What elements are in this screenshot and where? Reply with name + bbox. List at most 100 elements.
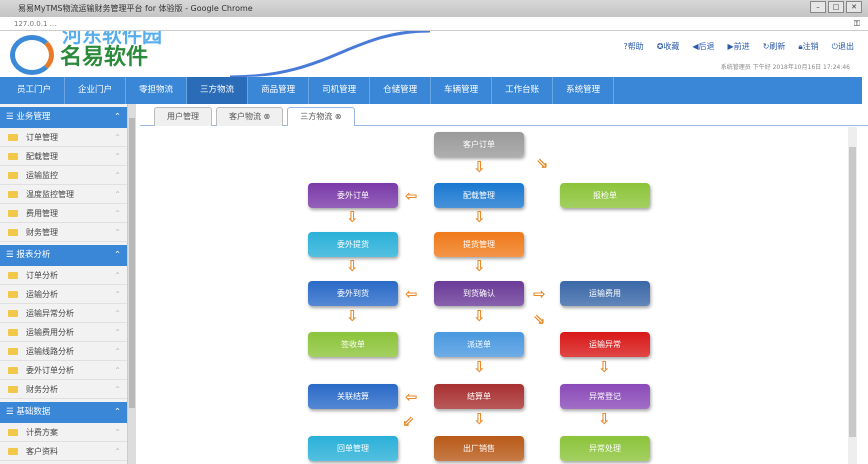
tool-refresh-button[interactable]: ↻刷新 [763, 41, 786, 52]
flow-node[interactable]: 派送单 [434, 332, 524, 357]
tool-label: 前进 [733, 42, 750, 51]
sidebar-item[interactable]: 运输线路分析⌃ [0, 342, 127, 361]
sidebar-section-header[interactable]: ☰ 报表分析⌃ [0, 245, 127, 266]
chevron-up-icon[interactable]: ⌃ [113, 112, 121, 122]
sidebar-item[interactable]: 委外订单分析⌃ [0, 361, 127, 380]
header-swoosh [230, 31, 868, 77]
help-icon: ? [623, 42, 628, 51]
flow-node[interactable]: 出厂销售 [434, 436, 524, 461]
nav-item[interactable]: 商品管理 [248, 77, 310, 104]
sidebar-item-label: 委外订单分析 [26, 366, 74, 375]
flow-node[interactable]: 配载管理 [434, 183, 524, 208]
flow-node[interactable]: 回单管理 [308, 436, 398, 461]
flow-node[interactable]: 提货管理 [434, 232, 524, 257]
flow-node[interactable]: 运输异常 [560, 332, 650, 357]
key-icon[interactable]: ⚿ [853, 19, 860, 28]
flow-node[interactable]: 委外订单 [308, 183, 398, 208]
sidebar-item-label: 客户资料 [26, 447, 58, 456]
sidebar-item-label: 订单管理 [26, 133, 58, 142]
sidebar-item[interactable]: 订单管理 ⌃ [0, 128, 127, 147]
chevron-icon: ⌃ [114, 309, 121, 318]
nav-item[interactable]: 仓储管理 [370, 77, 432, 104]
sidebar-item[interactable]: 计费方案 ⌃ [0, 423, 127, 442]
tab[interactable]: 客户物流 ⊗ [216, 107, 284, 126]
close-tab-icon[interactable]: ⊗ [332, 112, 342, 121]
flow-node[interactable]: 异常登记 [560, 384, 650, 409]
nav-item[interactable]: 司机管理 [309, 77, 371, 104]
sidebar-item[interactable]: 温度监控管理⌃ [0, 185, 127, 204]
flow-node[interactable]: 到货确认 [434, 281, 524, 306]
nav-item[interactable]: 零担物流 [126, 77, 188, 104]
sidebar-item[interactable]: 费用管理⌃ [0, 204, 127, 223]
chevron-icon: ⌃ [114, 171, 121, 180]
close-tab-icon[interactable]: ⊗ [261, 112, 271, 121]
tool-label: 退出 [838, 42, 854, 51]
chevron-icon: ⌃ [114, 133, 121, 142]
minimize-button[interactable]: – [810, 1, 826, 13]
chevron-icon: ⌃ [114, 385, 121, 394]
sidebar-item[interactable]: 运输费用分析⌃ [0, 323, 127, 342]
address-bar[interactable]: 127.0.0.1 ...⚿ [0, 17, 868, 31]
window-titlebar: 易易MyTMS物流运输财务管理平台 for 体验版 - Google Chrom… [0, 0, 868, 17]
nav-item[interactable]: 企业门户 [65, 77, 127, 104]
close-button[interactable]: ✕ [846, 1, 862, 13]
flow-node[interactable]: 委外提货 [308, 232, 398, 257]
flow-node[interactable]: 客户订单 [434, 132, 524, 157]
flow-node[interactable]: 关联结算 [308, 384, 398, 409]
flow-node[interactable]: 签收单 [308, 332, 398, 357]
maximize-button[interactable]: □ [828, 1, 844, 13]
tab-strip: 用户管理客户物流 ⊗三方物流 ⊗ [140, 106, 868, 126]
sidebar-item[interactable]: 财务分析⌃ [0, 380, 127, 399]
sidebar-item[interactable]: 配载管理⌃ [0, 147, 127, 166]
sidebar-scrollbar[interactable] [128, 104, 136, 464]
tool-back-button[interactable]: ◀后退 [692, 41, 714, 52]
tool-star-button[interactable]: ✪收藏 [657, 41, 680, 52]
sidebar-item-label: 费用管理 [26, 209, 58, 218]
sidebar-item-label: 运输分析 [26, 290, 58, 299]
nav-item[interactable]: 三方物流 [187, 77, 249, 104]
tab[interactable]: 用户管理 [154, 107, 212, 126]
power-icon: ⏻ [831, 42, 838, 51]
nav-item[interactable]: 车辆管理 [431, 77, 493, 104]
sidebar: ☰ 业务管理⌃订单管理⌃配载管理⌃运输监控⌃温度监控管理⌃费用管理⌃财务管理⌃☰… [0, 104, 128, 464]
sidebar-item[interactable]: 订单分析 ⌃ [0, 266, 127, 285]
chevron-up-icon[interactable]: ⌃ [113, 407, 121, 417]
chevron-icon: ⌃ [114, 347, 121, 356]
nav-item[interactable]: 系统管理 [553, 77, 615, 104]
tool-help-button[interactable]: ?帮助 [623, 41, 643, 52]
content-scrollbar[interactable] [848, 127, 857, 464]
flow-node[interactable]: 结算单 [434, 384, 524, 409]
sidebar-item[interactable]: 财务管理⌃ [0, 223, 127, 242]
arrow-icon: ⇩ [473, 358, 486, 376]
tool-label: 收藏 [663, 42, 680, 51]
sidebar-item[interactable]: 运输异常分析⌃ [0, 304, 127, 323]
flow-node[interactable]: 委外到货 [308, 281, 398, 306]
tool-label: 刷新 [769, 42, 786, 51]
sidebar-item[interactable]: 客户资料⌃ [0, 442, 127, 461]
chevron-up-icon[interactable]: ⌃ [113, 250, 121, 260]
folder-icon [8, 386, 18, 393]
tool-lock-button[interactable]: 🔒︎注销 [798, 41, 818, 52]
sidebar-item-label: 订单分析 [26, 271, 58, 280]
sidebar-section-header[interactable]: ☰ 基础数据⌃ [0, 402, 127, 423]
arrow-icon: ⇙ [402, 412, 415, 430]
folder-icon [8, 272, 18, 279]
folder-icon [8, 172, 18, 179]
tool-forward-button[interactable]: ▶前进 [728, 41, 750, 52]
sidebar-item-label: 计费方案 [26, 428, 58, 437]
tool-power-button[interactable]: ⏻退出 [832, 41, 854, 52]
chevron-icon: ⌃ [114, 228, 121, 237]
tool-label: 帮助 [627, 42, 644, 51]
flow-node[interactable]: 异常处理 [560, 436, 650, 461]
flow-node[interactable]: 报检单 [560, 183, 650, 208]
sidebar-section-header[interactable]: ☰ 业务管理⌃ [0, 107, 127, 128]
chevron-icon: ⌃ [114, 428, 121, 437]
nav-item[interactable]: 员工门户 [4, 77, 66, 104]
arrow-icon: ⇩ [473, 208, 486, 226]
flow-node[interactable]: 运输费用 [560, 281, 650, 306]
tab[interactable]: 三方物流 ⊗ [287, 107, 355, 126]
chevron-icon: ⌃ [114, 271, 121, 280]
nav-item[interactable]: 工作台账 [492, 77, 554, 104]
sidebar-item[interactable]: 运输监控⌃ [0, 166, 127, 185]
sidebar-item[interactable]: 运输分析⌃ [0, 285, 127, 304]
